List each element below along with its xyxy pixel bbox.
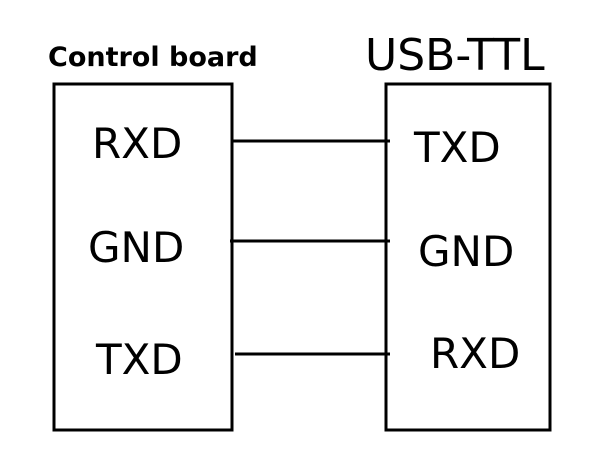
usb-ttl-pin-gnd: GND: [418, 227, 514, 276]
control-board-pin-txd: TXD: [95, 335, 183, 384]
usb-ttl-pin-txd: TXD: [413, 123, 501, 172]
control-board-pin-gnd: GND: [88, 223, 184, 272]
control-board-pin-rxd: RXD: [92, 119, 182, 168]
control-board-title: Control board: [48, 42, 258, 73]
usb-ttl-title: USB-TTL: [365, 30, 545, 81]
usb-ttl-box: [384, 82, 552, 432]
usb-ttl-pin-rxd: RXD: [430, 329, 520, 378]
control-board-box: [52, 82, 234, 432]
